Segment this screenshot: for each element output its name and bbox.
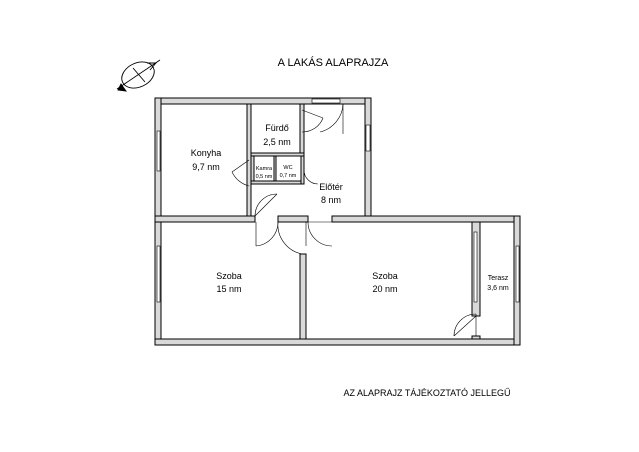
room-name-kamra: Kamra [256, 166, 273, 172]
room-area-wc: 0,7 nm [280, 173, 297, 179]
room-area-eloter: 8 nm [321, 195, 341, 205]
room-area-konyha: 9,7 nm [192, 162, 220, 172]
plan-title: A LAKÁS ALAPRAJZA [278, 56, 389, 69]
room-name-eloter: Előtér [319, 182, 343, 192]
compass-icon [116, 59, 161, 92]
disclaimer-text: AZ ALAPRAJZ TÁJÉKOZTATÓ JELLEGŰ [343, 388, 510, 398]
room-name-wc: WC [283, 165, 292, 171]
walls [154, 97, 521, 346]
room-name-szoba-2: Szoba [372, 271, 398, 281]
room-area-terasz: 3,6 nm [487, 285, 509, 292]
room-name-terasz: Terasz [488, 275, 509, 282]
room-area-szoba-2: 20 nm [372, 284, 397, 294]
room-name-furdo: Fürdő [265, 123, 289, 133]
room-name-konyha: Konyha [191, 148, 222, 158]
room-area-kamra: 0,5 nm [256, 174, 273, 180]
doors [231, 103, 477, 337]
room-name-szoba-1: Szoba [216, 271, 242, 281]
room-area-szoba-1: 15 nm [216, 284, 241, 294]
windows [156, 98, 520, 303]
room-area-furdo: 2,5 nm [263, 137, 291, 147]
